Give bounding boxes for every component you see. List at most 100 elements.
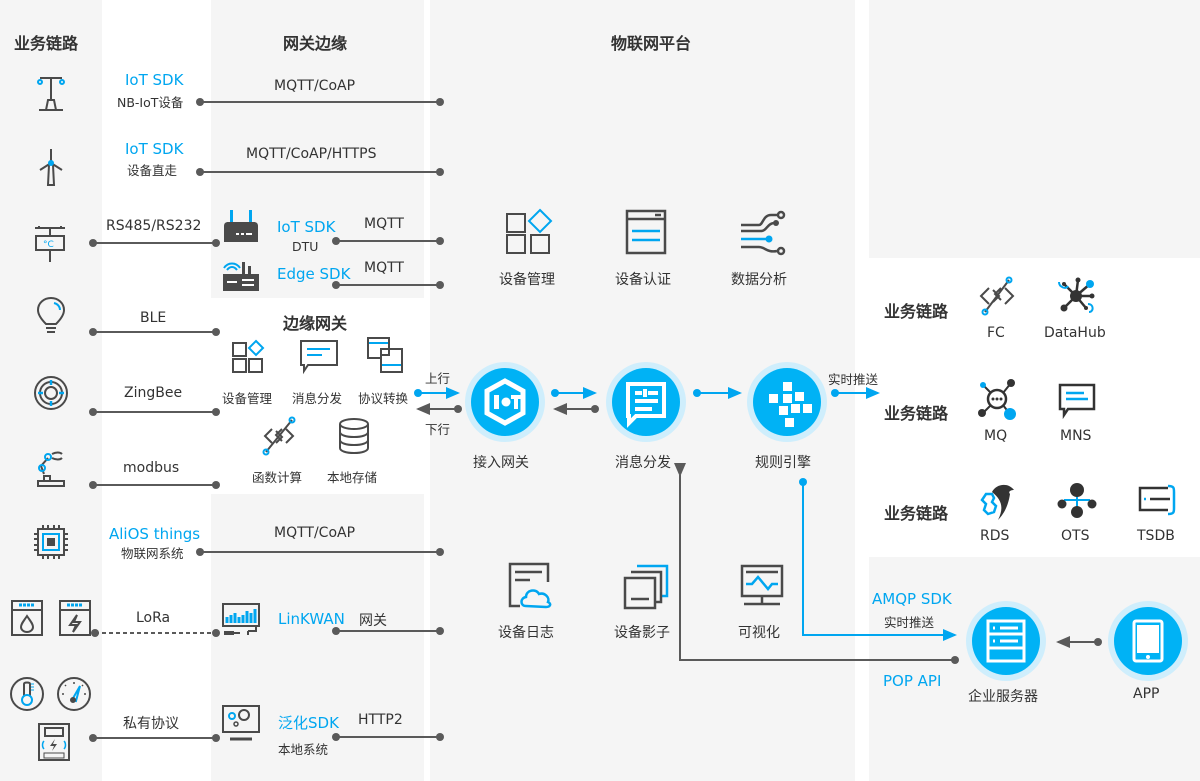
alios-protocol: MQTT/CoAP — [274, 525, 356, 541]
street-lamp-icon — [37, 77, 65, 111]
fc-label: FC — [987, 325, 1005, 341]
app-node[interactable] — [1108, 601, 1188, 681]
svg-text:°C: °C — [43, 240, 54, 250]
edge-gateway-device-icon — [223, 262, 259, 291]
http2-protocol: HTTP2 — [358, 712, 403, 728]
direct-sdk-label: IoT SDK — [125, 140, 184, 158]
app-label: APP — [1133, 686, 1160, 702]
business-link-row-3-label: 业务链路 — [884, 504, 949, 523]
amqp-sub-label: 实时推送 — [884, 615, 935, 630]
pop-api-label: POP API — [883, 672, 942, 690]
direct-protocol: MQTT/CoAP/HTTPS — [246, 146, 377, 162]
platform-feature-device-management: 设备管理 — [499, 272, 555, 288]
device-shadow-icon — [623, 564, 669, 610]
mq-icon — [978, 379, 1016, 420]
dtu-sdk-label: IoT SDK — [277, 218, 336, 236]
message-dispatch-icon — [300, 340, 338, 375]
edge-feature-local-storage: 本地存储 — [327, 470, 378, 485]
thermometer-box-icon: °C — [35, 226, 65, 262]
rds-icon — [980, 484, 1014, 520]
edge-feature-device-management: 设备管理 — [222, 391, 273, 406]
core-message-dispatch-label: 消息分发 — [615, 455, 671, 471]
fc-icon — [979, 276, 1015, 316]
right-bg-top — [869, 0, 1200, 258]
data-analysis-icon — [741, 210, 786, 256]
linkwan-gateway-icon — [222, 603, 260, 635]
core-rule-engine-label: 规则引擎 — [755, 455, 811, 471]
lora-protocol: LoRa — [136, 610, 171, 626]
temperature-gauge-icon — [10, 677, 44, 711]
private-protocol: 私有协议 — [123, 716, 179, 732]
platform-feature-data-analysis: 数据分析 — [731, 272, 787, 288]
power-meter-icon — [59, 600, 91, 636]
iot-hex-icon — [484, 378, 526, 426]
access-gateway-node[interactable] — [465, 362, 545, 442]
edge-feature-message-dispatch: 消息分发 — [292, 391, 343, 406]
edge-feature-protocol-conversion: 协议转换 — [358, 391, 409, 406]
function-compute-icon — [262, 416, 296, 456]
core-access-gateway-label: 接入网关 — [473, 455, 529, 471]
device-auth-icon — [625, 209, 667, 255]
dtu-protocol: MQTT — [364, 216, 404, 232]
rds-label: RDS — [980, 528, 1010, 544]
water-meter-icon — [11, 600, 43, 636]
zigbee-target-icon — [34, 376, 68, 410]
device-log-icon — [508, 562, 552, 609]
pressure-gauge-icon — [57, 677, 91, 711]
business-column-bg — [0, 0, 102, 781]
datahub-label: DataHub — [1044, 325, 1106, 341]
datahub-icon — [1058, 277, 1095, 313]
linkwan-sub-label: 网关 — [359, 613, 387, 629]
enterprise-server-label: 企业服务器 — [968, 689, 1038, 705]
amqp-sdk-label: AMQP SDK — [872, 590, 952, 608]
realtime-push-label: 实时推送 — [828, 372, 879, 387]
edge-feature-function-compute: 函数计算 — [252, 470, 303, 485]
alios-sdk-label: AliOS things — [109, 525, 201, 543]
platform-feature-device-auth: 设备认证 — [615, 272, 671, 288]
tsdb-icon — [1138, 484, 1176, 516]
nbiot-protocol: MQTT/CoAP — [274, 78, 356, 94]
protocol-conversion-icon — [367, 337, 403, 373]
server-rack-icon — [986, 619, 1026, 663]
chip-icon — [34, 525, 68, 559]
gprs-meter-icon — [38, 723, 70, 761]
platform-feature-visualization: 可视化 — [738, 625, 780, 641]
rule-engine-node[interactable] — [747, 362, 827, 442]
ble-protocol: BLE — [140, 310, 167, 326]
robot-arm-icon — [37, 451, 65, 487]
generic-sub-label: 本地系统 — [278, 742, 329, 757]
dtu-router-icon — [224, 210, 258, 242]
generic-sdk-label: 泛化SDK — [278, 714, 339, 732]
uplink-label: 上行 — [425, 371, 451, 386]
device-management-icon — [232, 339, 265, 373]
gateway-edge-bg-top — [211, 0, 424, 298]
wind-turbine-icon — [39, 149, 63, 186]
mq-label: MQ — [984, 428, 1008, 444]
tablet-icon — [1132, 619, 1164, 663]
platform-feature-device-shadow: 设备影子 — [614, 625, 670, 641]
business-column-title: 业务链路 — [14, 34, 79, 53]
rs485-protocol: RS485/RS232 — [106, 218, 202, 234]
edge-gateway-title: 边缘网关 — [283, 314, 348, 333]
mns-label: MNS — [1060, 428, 1092, 444]
linkwan-sdk-label: LinKWAN — [278, 610, 345, 628]
nbiot-sdk-label: IoT SDK — [125, 71, 184, 89]
message-dispatch-node[interactable] — [606, 362, 686, 442]
iot-platform-title: 物联网平台 — [611, 34, 692, 53]
gateway-edge-title: 网关边缘 — [283, 34, 348, 53]
downlink-label: 下行 — [425, 422, 451, 437]
local-storage-icon — [339, 418, 369, 455]
rule-blocks-icon — [769, 382, 812, 427]
dtu-sub-label: DTU — [292, 239, 319, 254]
mns-icon — [1058, 383, 1096, 420]
enterprise-server-node[interactable] — [966, 601, 1046, 681]
generic-sdk-monitor-icon — [222, 705, 260, 741]
platform-feature-device-log: 设备日志 — [498, 625, 554, 641]
business-link-row-1-label: 业务链路 — [884, 302, 949, 321]
tsdb-label: TSDB — [1137, 528, 1175, 544]
visualization-icon — [740, 564, 784, 606]
ots-icon — [1057, 483, 1097, 518]
modbus-protocol: modbus — [123, 460, 180, 476]
lightbulb-icon — [36, 296, 66, 333]
business-link-row-2-label: 业务链路 — [884, 404, 949, 423]
